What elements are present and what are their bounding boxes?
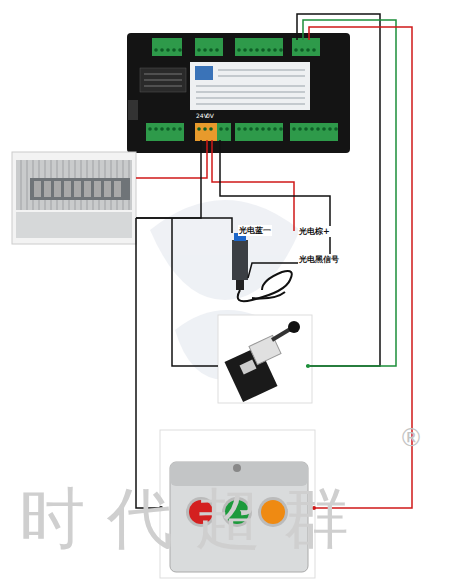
registered-mark: ® bbox=[398, 424, 424, 452]
power-supply bbox=[12, 152, 136, 244]
terminal-label: 0V bbox=[206, 112, 214, 119]
wire-label: 光电棕+ bbox=[298, 226, 331, 237]
controller bbox=[127, 33, 350, 153]
terminal-label: 24V bbox=[196, 112, 208, 119]
wiring bbox=[136, 14, 412, 510]
wire-label: 光电黑信号 bbox=[298, 254, 340, 265]
limit-switch bbox=[218, 315, 312, 403]
controller-box: 24V0V bbox=[127, 33, 350, 153]
photo-sensor bbox=[232, 233, 292, 301]
watermark: 时代超群 bbox=[18, 474, 372, 564]
wire-label: 光电蓝一 bbox=[238, 225, 272, 236]
